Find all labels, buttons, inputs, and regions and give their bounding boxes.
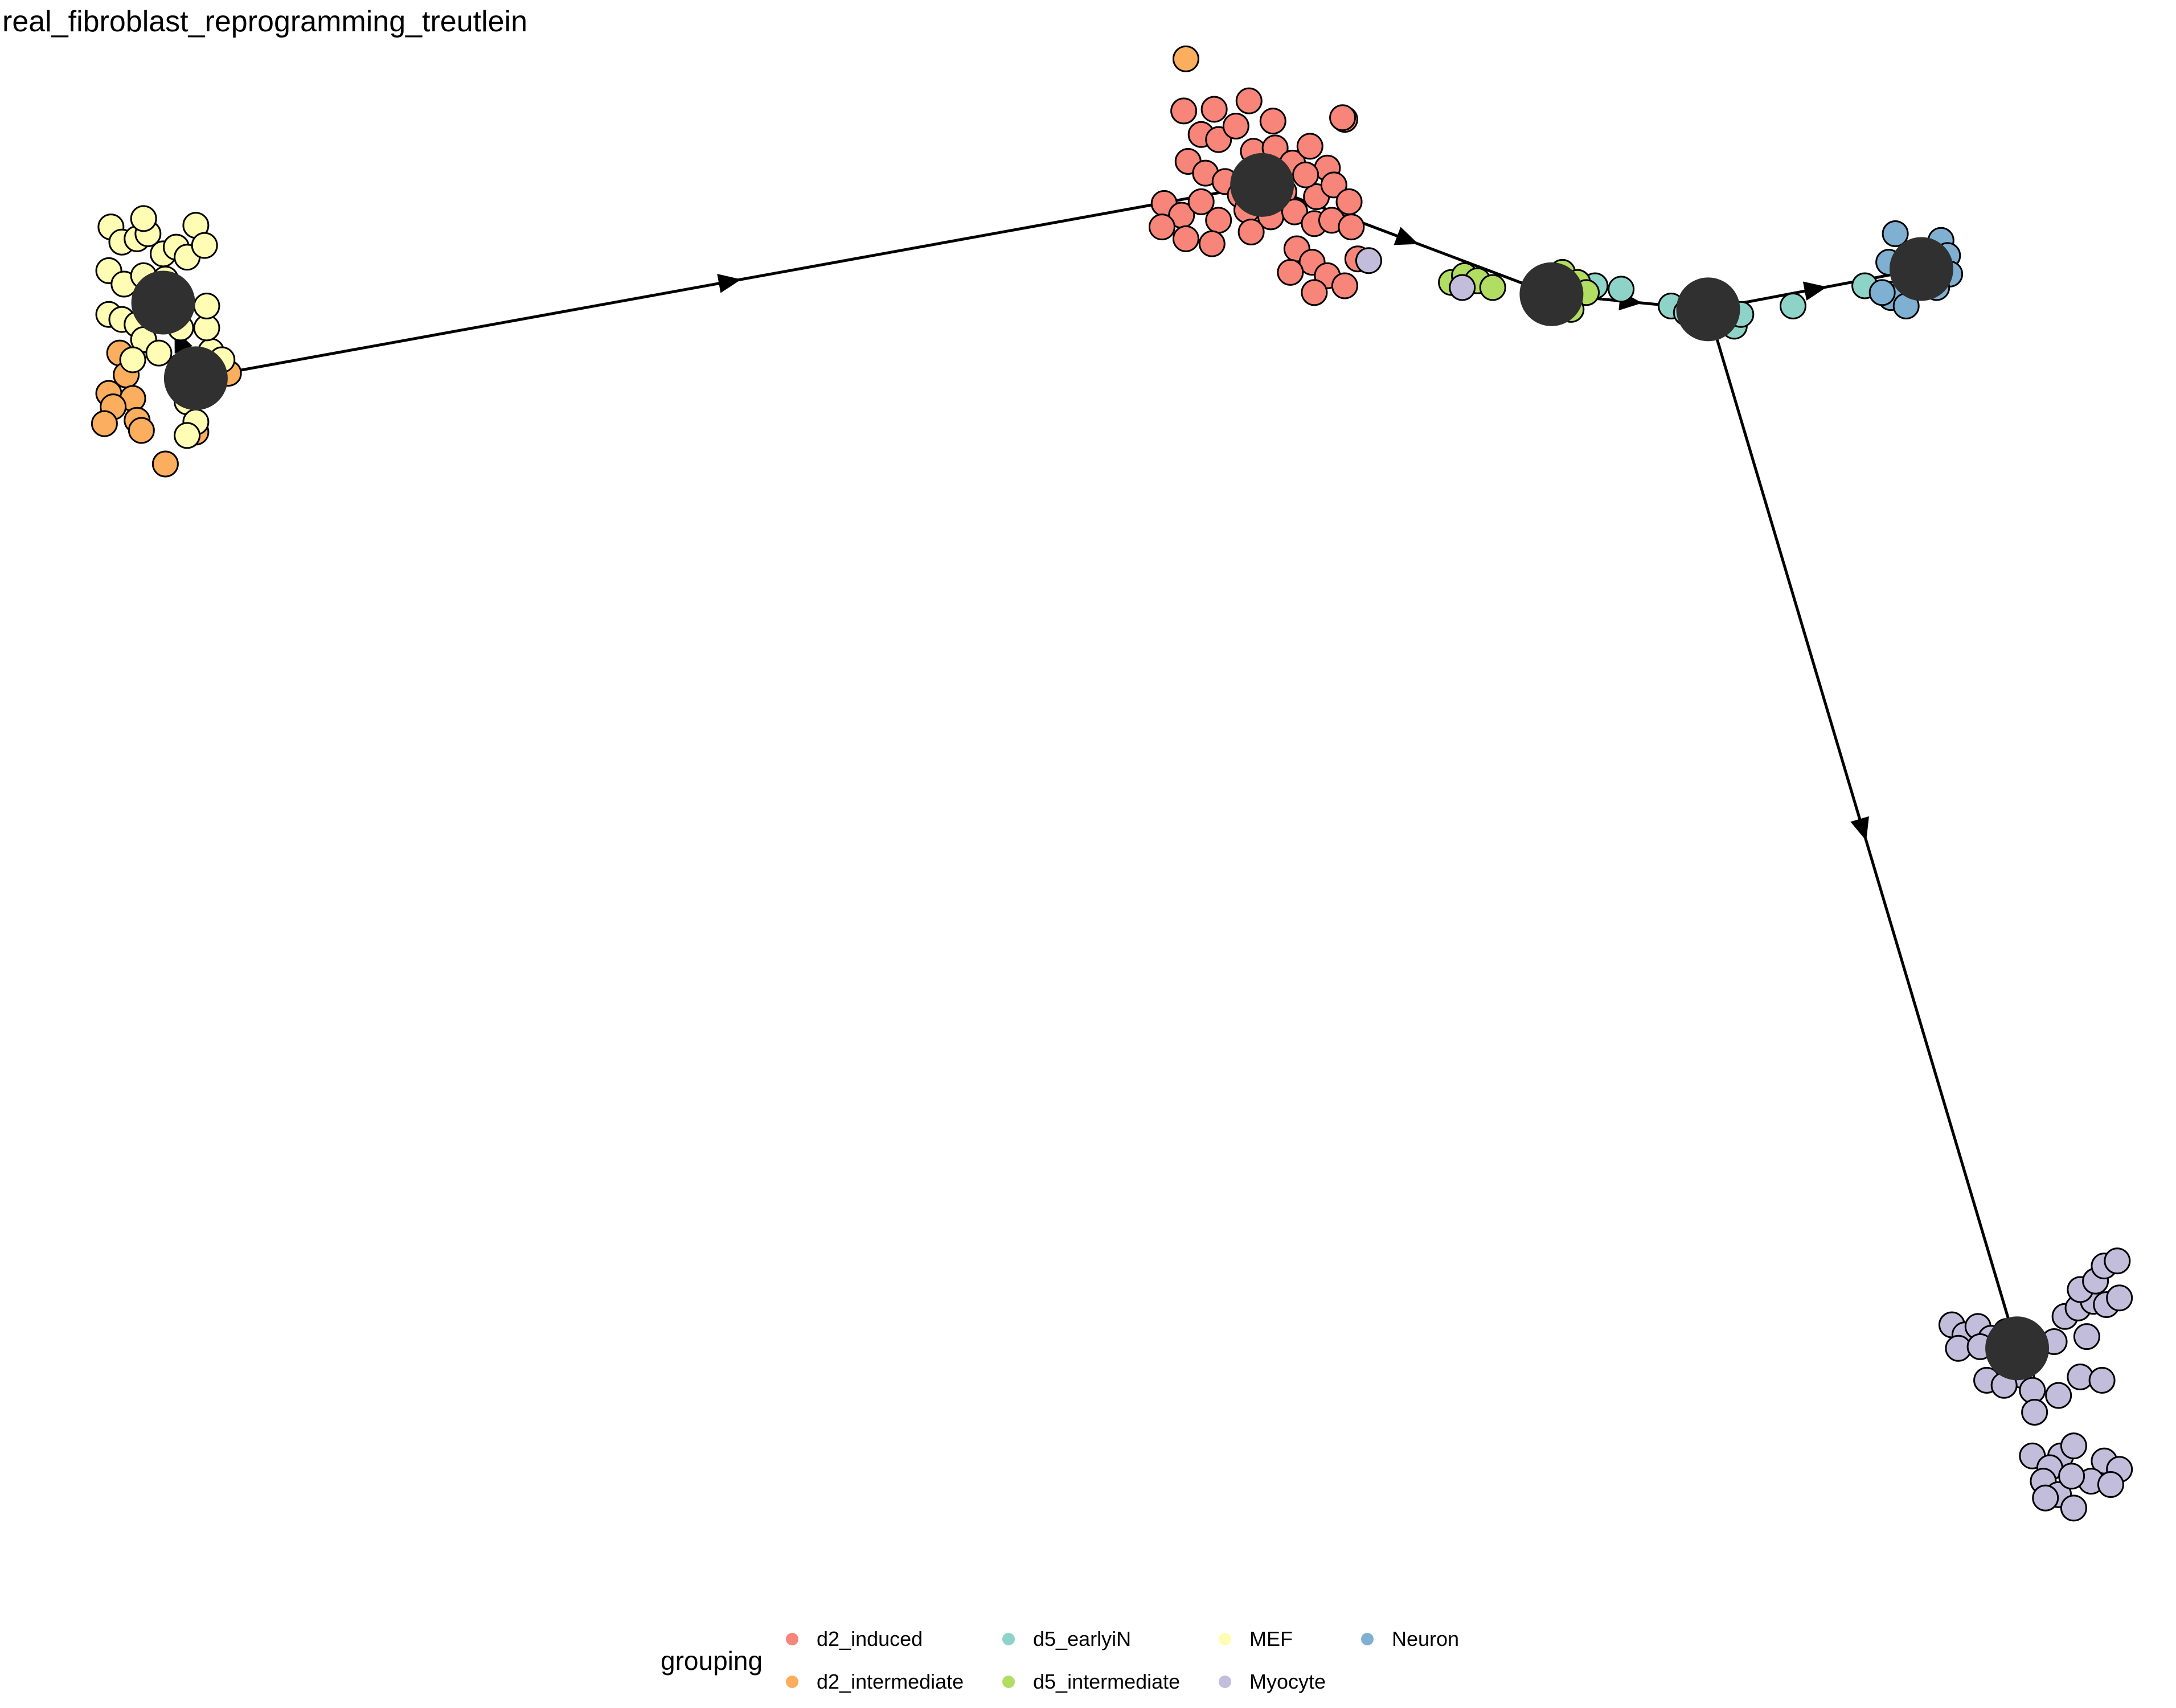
legend-key-d5-earlyin (1002, 1633, 1015, 1645)
cell-point-mef (130, 205, 157, 232)
cell-point-d2-intermediate (151, 450, 179, 478)
milestone-m6 (1889, 237, 1953, 301)
milestone-m7 (1985, 1316, 2050, 1381)
legend-key-myocyte (1219, 1676, 1231, 1688)
cell-point-myocyte (2060, 1432, 2087, 1460)
legend-label: Neuron (1392, 1627, 1460, 1650)
cell-point-myocyte (2058, 1463, 2085, 1490)
legend-key-d2-induced (786, 1633, 798, 1645)
cell-point-myocyte (2088, 1366, 2116, 1394)
cell-point-d2-induced (1148, 214, 1175, 241)
cell-point-myocyte (2032, 1484, 2059, 1512)
milestone-m3 (1230, 153, 1294, 217)
cell-point-d2-induced (1301, 279, 1328, 306)
legend-label: MEF (1249, 1627, 1293, 1650)
cell-point-d2-induced (1259, 108, 1286, 135)
cell-point-d2-induced (1281, 198, 1308, 225)
cell-point-myocyte (2104, 1247, 2131, 1275)
legend-key-d2-intermediate (786, 1676, 798, 1688)
legend-item-neuron: Neuron (1361, 1627, 1459, 1651)
cell-point-myocyte (1449, 274, 1476, 301)
cell-point-d5-earlyin (1608, 276, 1635, 303)
legend-item-d5-earlyin: d5_earlyiN (1002, 1627, 1131, 1651)
milestone-m1 (131, 270, 195, 335)
cell-point-d2-induced (1292, 161, 1319, 188)
cell-point-d2-induced (1200, 96, 1228, 123)
cell-point-myocyte (2021, 1399, 2048, 1426)
cell-point-mef (145, 339, 173, 367)
cell-point-mef (193, 292, 220, 319)
legend-label: d5_earlyiN (1033, 1627, 1132, 1650)
legend-item-d5-intermediate: d5_intermediate (1002, 1670, 1180, 1694)
cell-point-d2-induced (1170, 97, 1198, 125)
edge-arrow-m2-m3 (717, 274, 741, 293)
cell-point-mef (119, 346, 146, 373)
cell-point-d2-induced (1198, 230, 1226, 257)
milestone-m5 (1676, 277, 1740, 342)
cell-point-myocyte (2067, 1364, 2094, 1391)
cell-point-d2-induced (1172, 225, 1199, 252)
cell-point-myocyte (2106, 1284, 2133, 1312)
cell-point-d2-intermediate (128, 417, 155, 444)
cell-point-d2-induced (1222, 112, 1249, 139)
legend-label: d2_intermediate (817, 1670, 964, 1693)
cell-point-d2-induced (1338, 214, 1365, 241)
legend-key-d5-intermediate (1002, 1676, 1015, 1688)
legend-key-neuron (1361, 1633, 1374, 1645)
cell-point-d5-earlyin (1780, 292, 1807, 319)
cell-point-d2-intermediate (1172, 45, 1199, 72)
legend-item-d2-induced: d2_induced (786, 1627, 923, 1651)
legend-label: d2_induced (817, 1627, 923, 1650)
cell-point-neuron (1882, 220, 1909, 247)
legend-item-d2-intermediate: d2_intermediate (786, 1670, 964, 1694)
legend-label: Myocyte (1249, 1670, 1326, 1693)
chart-title: real_fibroblast_reprogramming_treutlein (2, 5, 528, 38)
legend-key-mef (1219, 1633, 1231, 1645)
cell-point-d5-intermediate (1479, 274, 1506, 301)
cell-point-d2-induced (1329, 104, 1357, 132)
cell-point-mef (191, 232, 218, 259)
milestone-m4 (1519, 262, 1584, 326)
cell-point-d2-induced (1235, 87, 1263, 114)
cell-point-myocyte (2045, 1382, 2072, 1409)
cell-point-d2-intermediate (91, 410, 118, 437)
cell-point-mef (174, 422, 201, 449)
cell-point-neuron (1868, 279, 1896, 306)
cell-point-myocyte (1355, 247, 1382, 274)
legend-title: grouping (661, 1646, 763, 1676)
edge-arrow-m5-m6 (1802, 281, 1827, 301)
cell-point-d2-induced (1277, 258, 1304, 286)
legend-label: d5_intermediate (1033, 1670, 1181, 1693)
cell-points (91, 45, 2133, 1522)
legend-item-mef: MEF (1219, 1627, 1293, 1651)
cell-point-d2-induced (1296, 133, 1323, 160)
trajectory-edges (162, 183, 2019, 1349)
cell-point-d2-induced (1331, 272, 1358, 299)
cell-point-d2-induced (1320, 171, 1347, 199)
cell-point-myocyte (2060, 1494, 2087, 1522)
cell-point-d2-induced (1187, 188, 1215, 215)
milestone-nodes (131, 153, 2050, 1381)
cell-point-myocyte (2073, 1323, 2100, 1350)
cell-point-myocyte (2097, 1471, 2124, 1498)
cell-point-d2-induced (1237, 219, 1265, 246)
milestone-m2 (163, 346, 228, 410)
edge-arrow-m3-m4 (1394, 227, 1419, 245)
legend-item-myocyte: Myocyte (1219, 1670, 1326, 1694)
cell-point-d2-induced (1205, 207, 1232, 234)
edge-arrow-m5-m7 (1850, 816, 1869, 841)
